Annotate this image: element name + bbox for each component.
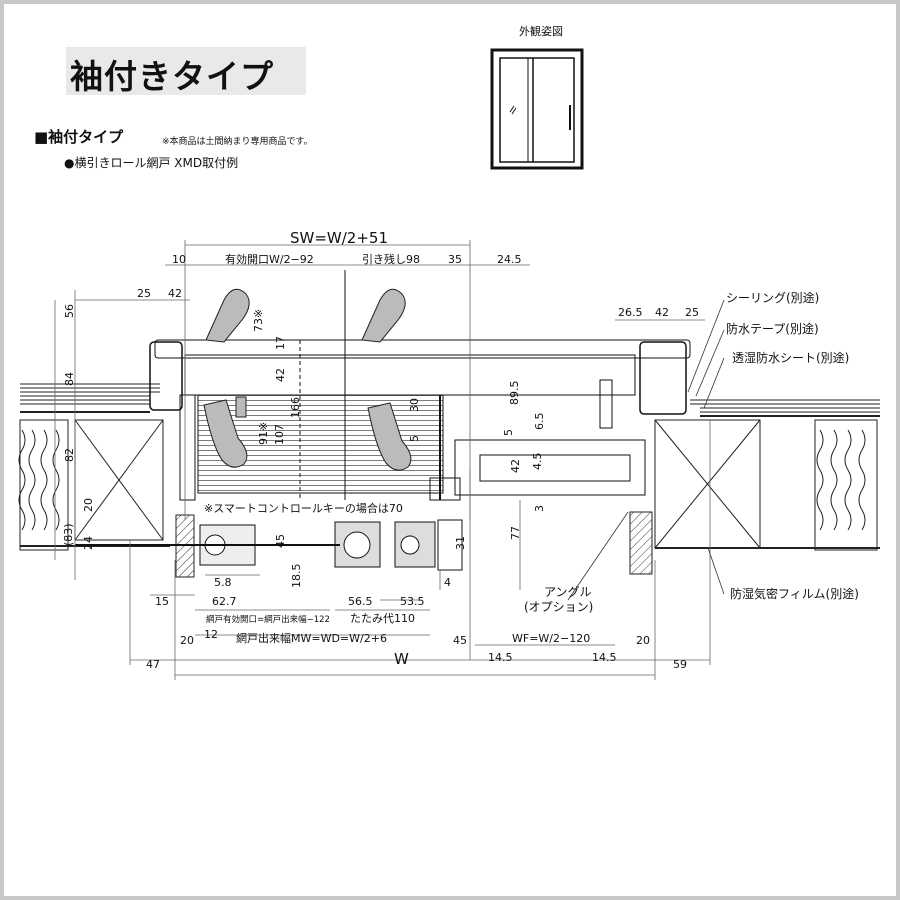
dimension-lines	[54, 240, 711, 680]
dim-sw: SW=W/2+51	[290, 229, 388, 247]
dim-31: 31	[454, 536, 467, 550]
dim-17: 17	[274, 336, 287, 350]
dim-45-b: 45	[453, 634, 467, 647]
dim-15: 15	[155, 595, 169, 608]
dim-53-5: 53.5	[400, 595, 425, 608]
smart-control-note: ※スマートコントロールキーの場合は70	[204, 501, 403, 515]
dim-3: 3	[533, 505, 546, 512]
lower-hardware	[75, 519, 463, 571]
dim-5: 5	[408, 435, 421, 442]
label-waterproof-tape: 防水テープ(別途)	[726, 321, 819, 336]
dim-42-right: 42	[655, 306, 669, 319]
callout-leaders	[567, 299, 725, 601]
net-width: 網戸出来幅MW=WD=W/2+6	[236, 631, 387, 645]
exterior-view-label: 外観姿図	[519, 25, 563, 38]
dimension-labels: SW=W/2+51 10 有効開口W/2−92 引き残し98 35 24.5 2…	[62, 229, 699, 671]
dim-56: 56	[63, 304, 76, 318]
dim-62-7: 62.7	[212, 595, 237, 608]
dim-20-a: 20	[180, 634, 194, 647]
dim-56-5: 56.5	[348, 595, 373, 608]
dim-24-vertical: 24	[82, 536, 95, 550]
dim-4-5: 4.5	[531, 453, 544, 471]
dim-89-5: 89.5	[508, 381, 521, 406]
label-vapor-sheet: 透湿防水シート(別途)	[732, 350, 849, 365]
fold-allowance: たたみ代110	[350, 612, 415, 625]
dim-91: 91※	[257, 422, 270, 445]
dim-42-left: 42	[168, 287, 182, 300]
dim-6-5: 6.5	[533, 413, 546, 431]
dim-5b: 5	[502, 429, 515, 436]
dim-25-left: 25	[137, 287, 151, 300]
label-angle: アングル	[544, 585, 592, 599]
left-wall	[18, 383, 195, 578]
net-effective-opening: 網戸有効開口=網戸出来幅−122	[206, 614, 330, 625]
dim-30: 30	[408, 398, 421, 412]
dim-remain: 引き残し98	[362, 252, 420, 266]
dim-73: 73※	[252, 309, 265, 332]
dim-wf: WF=W/2−120	[512, 632, 590, 645]
dim-42-vertical: 42	[274, 368, 287, 382]
exterior-elevation	[490, 48, 584, 170]
dim-83: (83)	[62, 523, 75, 546]
dim-82: 82	[63, 448, 76, 462]
dim-effective-opening: 有効開口W/2−92	[225, 252, 314, 266]
dim-24-5: 24.5	[497, 253, 522, 266]
callout-labels: シーリング(別途) 防水テープ(別途) 透湿防水シート(別途) 防湿気密フィルム…	[524, 290, 859, 614]
dim-5-8: 5.8	[214, 576, 232, 589]
dim-84: 84	[63, 372, 76, 386]
section-heading: ■袖付タイプ	[34, 128, 124, 146]
dim-w: W	[394, 650, 409, 668]
dim-45-vertical: 45	[274, 534, 287, 548]
title-background	[66, 47, 306, 95]
dim-4: 4	[444, 576, 451, 589]
product-note: ※本商品は土間納まり専用商品です。	[162, 137, 313, 147]
dim-107: 107	[273, 424, 286, 445]
right-wall	[629, 399, 880, 575]
example-caption: ●横引きロール網戸 XMD取付例	[64, 156, 239, 170]
dim-18-5: 18.5	[290, 564, 303, 589]
label-angle-option: (オプション)	[524, 600, 593, 614]
label-moisture-film: 防湿気密フィルム(別途)	[730, 586, 859, 601]
label-sealing: シーリング(別途)	[726, 290, 819, 305]
dim-35: 35	[448, 253, 462, 266]
dim-26-5: 26.5	[618, 306, 643, 319]
dim-47: 47	[146, 658, 160, 671]
handle-left	[203, 288, 250, 468]
dim-25-right: 25	[685, 306, 699, 319]
dim-20-vertical: 20	[82, 498, 95, 512]
dim-59: 59	[673, 658, 687, 671]
page-title: 袖付きタイプ	[70, 57, 274, 96]
dim-166: 166	[289, 397, 302, 418]
dim-20-b: 20	[636, 634, 650, 647]
dim-10: 10	[172, 253, 186, 266]
dim-12: 12	[204, 628, 218, 641]
dim-14-5-b: 14.5	[592, 651, 617, 664]
dim-77: 77	[509, 526, 522, 540]
handle-center	[361, 288, 412, 471]
dim-14-5-a: 14.5	[488, 651, 513, 664]
dim-42-center: 42	[509, 459, 522, 473]
